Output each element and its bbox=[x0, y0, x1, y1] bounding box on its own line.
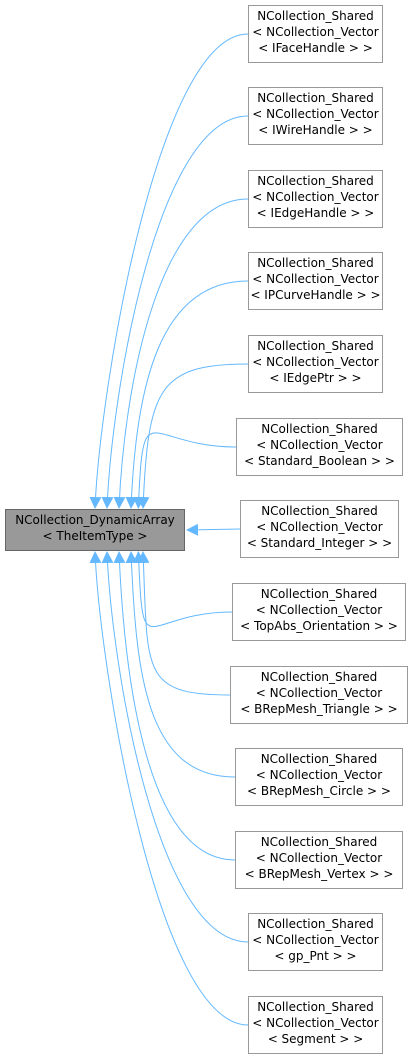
inheritance-arrow bbox=[132, 432, 237, 509]
class-name: NCollection_Shared bbox=[257, 917, 374, 931]
class-name: NCollection_Shared bbox=[257, 9, 374, 23]
derived-class-node-topabs-orientation[interactable]: NCollection_Shared < NCollection_Vector … bbox=[232, 583, 406, 641]
inheritance-arrow bbox=[132, 551, 233, 627]
class-name: NCollection_Shared bbox=[257, 174, 374, 188]
class-template-outer: < NCollection_Vector bbox=[252, 1016, 379, 1030]
class-template-outer: < NCollection_Vector bbox=[255, 603, 383, 617]
class-name: NCollection_Shared bbox=[257, 256, 374, 270]
class-template-outer: < NCollection_Vector bbox=[256, 520, 383, 534]
class-template-inner: < IEdgeHandle > > bbox=[256, 206, 375, 220]
derived-class-node-iedge-handle[interactable]: NCollection_Shared < NCollection_Vector … bbox=[248, 170, 383, 228]
derived-class-node-standard-integer[interactable]: NCollection_Shared < NCollection_Vector … bbox=[240, 500, 399, 558]
inheritance-arrow bbox=[89, 551, 249, 1026]
class-name: NCollection_Shared bbox=[257, 339, 374, 353]
class-template-inner: < IWireHandle > > bbox=[258, 123, 373, 137]
class-template-inner: < TopAbs_Orientation > > bbox=[240, 619, 398, 633]
derived-class-node-iedge-ptr[interactable]: NCollection_Shared < NCollection_Vector … bbox=[248, 335, 383, 393]
class-name: NCollection_Shared bbox=[260, 587, 378, 601]
derived-class-node-brepmesh-triangle[interactable]: NCollection_Shared < NCollection_Vector … bbox=[230, 666, 408, 724]
derived-class-node-brepmesh-vertex[interactable]: NCollection_Shared < NCollection_Vector … bbox=[235, 831, 403, 889]
class-template-outer: < NCollection_Vector bbox=[252, 933, 379, 947]
class-template-outer: < NCollection_Vector bbox=[252, 272, 379, 286]
class-template-inner: < BRepMesh_Circle > > bbox=[247, 784, 391, 798]
class-template-outer: < NCollection_Vector bbox=[255, 851, 383, 865]
class-name: NCollection_Shared bbox=[261, 422, 378, 436]
base-class-template-args: < TheItemType > bbox=[42, 529, 148, 543]
derived-class-node-segment[interactable]: NCollection_Shared < NCollection_Vector … bbox=[248, 996, 383, 1054]
class-template-inner: < IEdgePtr > > bbox=[269, 371, 362, 385]
inheritance-arrow bbox=[101, 551, 249, 943]
class-template-outer: < NCollection_Vector bbox=[252, 355, 379, 369]
inheritance-edges bbox=[89, 33, 249, 1026]
inheritance-arrow bbox=[125, 551, 236, 778]
inheritance-arrow bbox=[186, 523, 241, 536]
base-class-name: NCollection_DynamicArray bbox=[15, 513, 175, 527]
class-template-inner: < gp_Pnt > > bbox=[274, 949, 357, 963]
class-name: NCollection_Shared bbox=[257, 91, 374, 105]
class-template-inner: < Standard_Boolean > > bbox=[244, 454, 395, 468]
class-template-outer: < NCollection_Vector bbox=[252, 190, 379, 204]
class-name: NCollection_Shared bbox=[257, 1000, 374, 1014]
class-template-outer: < NCollection_Vector bbox=[255, 768, 383, 782]
class-template-outer: < NCollection_Vector bbox=[252, 25, 379, 39]
inheritance-arrow bbox=[113, 198, 249, 509]
class-template-inner: < Segment > > bbox=[267, 1032, 364, 1046]
derived-class-node-gp-pnt[interactable]: NCollection_Shared < NCollection_Vector … bbox=[248, 913, 383, 971]
class-template-outer: < NCollection_Vector bbox=[255, 686, 383, 700]
derived-class-node-standard-boolean[interactable]: NCollection_Shared < NCollection_Vector … bbox=[236, 418, 403, 476]
inheritance-arrow bbox=[101, 115, 249, 509]
class-template-inner: < IPCurveHandle > > bbox=[250, 288, 381, 302]
derived-class-node-brepmesh-circle[interactable]: NCollection_Shared < NCollection_Vector … bbox=[235, 748, 403, 806]
class-name: NCollection_Shared bbox=[261, 504, 378, 518]
class-template-outer: < NCollection_Vector bbox=[256, 438, 383, 452]
inheritance-arrow bbox=[125, 280, 249, 509]
class-name: NCollection_Shared bbox=[260, 752, 378, 766]
class-name: NCollection_Shared bbox=[260, 670, 378, 684]
class-name: NCollection_Shared bbox=[260, 835, 378, 849]
class-template-inner: < IFaceHandle > > bbox=[258, 41, 373, 55]
inheritance-arrow bbox=[89, 33, 249, 509]
class-template-outer: < NCollection_Vector bbox=[252, 107, 379, 121]
class-template-inner: < Standard_Integer > > bbox=[246, 536, 393, 550]
inheritance-arrow bbox=[137, 551, 231, 696]
derived-class-node-ipcurve-handle[interactable]: NCollection_Shared < NCollection_Vector … bbox=[248, 252, 383, 310]
derived-class-node-iface-handle[interactable]: NCollection_Shared < NCollection_Vector … bbox=[248, 5, 383, 63]
class-template-inner: < BRepMesh_Vertex > > bbox=[244, 867, 394, 881]
base-class-node[interactable]: NCollection_DynamicArray < TheItemType > bbox=[5, 509, 185, 551]
inheritance-arrow bbox=[137, 363, 249, 509]
inheritance-arrow bbox=[113, 551, 236, 861]
class-template-inner: < BRepMesh_Triangle > > bbox=[240, 702, 398, 716]
derived-class-node-iwire-handle[interactable]: NCollection_Shared < NCollection_Vector … bbox=[248, 87, 383, 145]
